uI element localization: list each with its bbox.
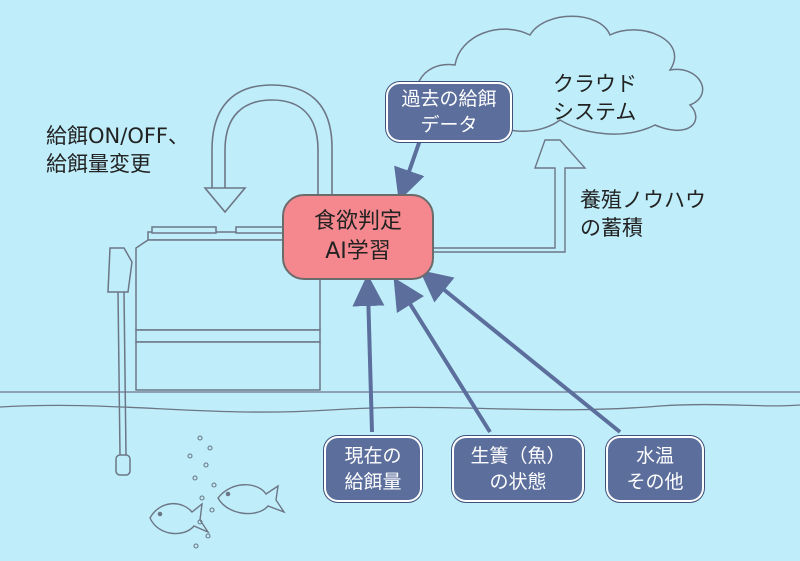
input-box-water-temp: 水温その他 [606,436,704,502]
feeding-control-label: 給餌ON/OFF、給餌量変更 [46,124,190,176]
history-data-box: 過去の給餌データ [386,82,512,142]
feeder-machine [135,226,321,391]
knowhow-arrow [432,139,587,253]
cloud-system-label: クラウドシステム [553,72,637,124]
feeding-loop-arrow [224,99,319,200]
knowhow-label: 養殖ノウハウの蓄積 [580,188,706,240]
input-fish-arrow [393,277,492,434]
fish-icon [149,484,286,535]
input-temp-arrow [419,269,622,434]
feeding-loop-inner [211,84,333,210]
water-wave-line [0,403,800,413]
input-box-feed-amount: 現在の給餌量 [324,436,422,502]
feeding-loop-arrow-head [203,187,247,214]
input-box-fish-state: 生簀（魚）の状態 [452,436,584,502]
history-to-core-arrow [394,139,425,202]
sensor-pole [107,247,133,476]
input-feed-arrow [352,274,385,433]
bubbles [187,435,217,549]
